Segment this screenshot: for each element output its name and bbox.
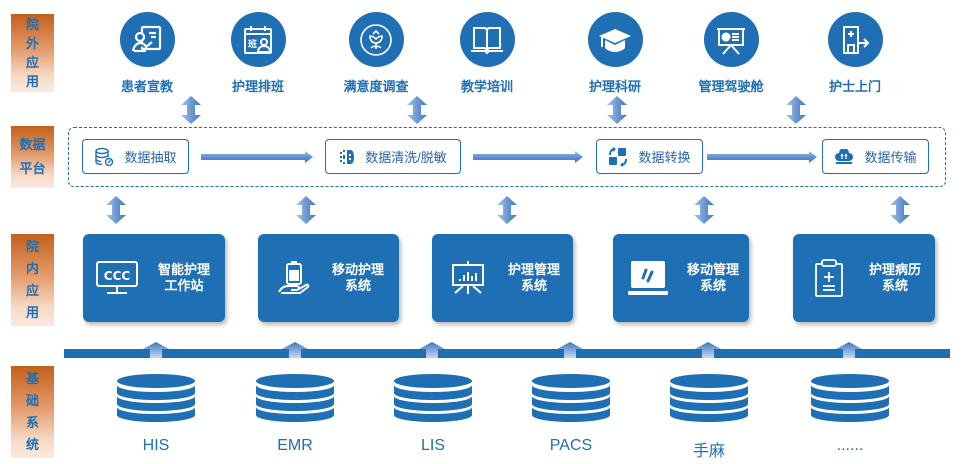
internal-app-nursing-records[interactable]: 护理病历 系统 [793,234,935,322]
bidirectional-arrow-icon [786,96,806,124]
up-arrow-icon [282,342,308,358]
database-icon [256,374,334,422]
side-label-text: 院内应用 [26,239,40,320]
internal-app-title: 智能护理 [157,262,210,277]
data-bus-bar [64,349,950,358]
external-app-label: 护士上门 [828,79,881,94]
up-arrow-icon [836,342,862,358]
flow-arrow-icon [473,151,583,163]
internal-app-subtitle: 系统 [881,278,908,293]
internal-app-mobile-nursing[interactable]: 移动护理 系统 [258,234,399,322]
presentation-board-icon [703,12,759,67]
bidirectional-arrow-icon [407,96,427,124]
database-extract-icon [94,147,114,167]
up-arrow-icon [557,342,583,358]
database-icon [670,374,748,422]
chart-board-icon [432,259,504,297]
platform-step-label: 数据清洗/脱敏 [365,150,447,165]
external-app-label: 护理科研 [588,79,641,94]
external-app-satisfaction-survey[interactable]: 满意度调查 [326,12,426,95]
data-cleanse-icon [339,149,355,165]
platform-step-transform[interactable]: 数据转换 [596,139,703,174]
side-label-text: 院外应用 [26,17,40,89]
internal-app-nursing-management[interactable]: 护理管理 系统 [432,234,573,322]
data-platform-container [68,127,946,187]
side-label-text: 基础系统 [26,371,40,452]
foundation-system-label: EMR [277,437,313,454]
graduation-cap-icon [587,12,643,67]
external-app-management-cockpit[interactable]: 管理驾驶舱 [681,12,781,95]
satisfaction-survey-icon [348,12,404,67]
platform-step-label: 数据传输 [864,150,917,165]
nursing-schedule-icon: 班 [230,12,286,67]
bidirectional-arrow-icon [181,96,201,124]
foundation-system-label: LIS [420,437,445,454]
external-app-teaching-training[interactable]: 教学培训 [437,12,537,95]
internal-app-title: 移动管理 [686,262,739,277]
internal-app-subtitle: 系统 [520,278,547,293]
monitor-screen-text: CCC [104,269,131,283]
foundation-system-label: PACS [549,437,593,454]
bidirectional-arrow-icon [106,196,126,224]
up-arrow-icon [419,342,445,358]
external-app-label: 管理驾驶舱 [698,79,764,94]
side-label-external: 院外应用 [11,14,54,92]
database-icon [532,374,610,422]
external-app-nurse-home-visit[interactable]: 护士上门 [805,12,905,95]
svg-text:班: 班 [248,38,257,50]
data-transform-icon [608,146,628,167]
bidirectional-arrow-icon [890,196,910,224]
foundation-system-label: ...... [836,437,864,454]
database-icon [811,374,889,422]
foundation-system-label: HIS [142,437,170,454]
platform-step-transmit[interactable]: 数据传输 [822,139,929,174]
external-app-patient-education[interactable]: 患者宣教 [97,12,197,95]
internal-app-title: 移动护理 [331,262,384,277]
book-icon [459,12,515,67]
database-icon [394,374,472,422]
internal-app-title: 护理病历 [868,262,921,277]
bidirectional-arrow-icon [296,196,316,224]
patient-education-icon [119,12,175,67]
external-app-nursing-schedule[interactable]: 班 护理排班 [208,12,308,95]
cloud-upload-icon [834,148,854,165]
external-app-label: 患者宣教 [120,79,173,94]
side-label-text: 数据平台 [19,137,46,176]
external-app-label: 护理排班 [231,79,284,94]
flow-arrow-icon [707,151,817,163]
bidirectional-arrow-icon [607,96,627,124]
monitor-ccc-icon: CCC [83,260,151,296]
hospital-exit-icon [827,12,883,67]
bidirectional-arrow-icon [694,196,714,224]
platform-step-extract[interactable]: 数据抽取 [82,139,189,174]
internal-app-subtitle: 工作站 [164,278,204,293]
internal-app-title: 护理管理 [507,262,560,277]
side-label-platform: 数据平台 [11,126,54,188]
internal-app-subtitle: 系统 [344,278,371,293]
up-arrow-icon [695,342,721,358]
external-app-nursing-research[interactable]: 护理科研 [565,12,665,95]
external-app-label: 教学培训 [460,79,513,94]
laptop-icon [613,259,683,297]
hand-device-icon [258,260,328,296]
platform-step-label: 数据转换 [638,150,691,165]
up-arrow-icon [143,342,169,358]
platform-step-cleanse[interactable]: 数据清洗/脱敏 [325,139,461,174]
clipboard-icon [793,258,865,298]
internal-app-mobile-management[interactable]: 移动管理 系统 [613,234,749,322]
database-icon [117,374,195,422]
flow-arrow-icon [201,151,313,163]
side-label-foundation: 基础系统 [11,366,54,458]
bidirectional-arrow-icon [497,196,517,224]
internal-app-smart-nursing-workstation[interactable]: CCC 智能护理 工作站 [83,234,225,322]
platform-step-label: 数据抽取 [124,150,177,165]
foundation-system-label: 手麻 [692,443,725,460]
external-app-label: 满意度调查 [343,79,409,94]
side-label-internal: 院内应用 [11,234,54,326]
internal-app-subtitle: 系统 [699,278,726,293]
